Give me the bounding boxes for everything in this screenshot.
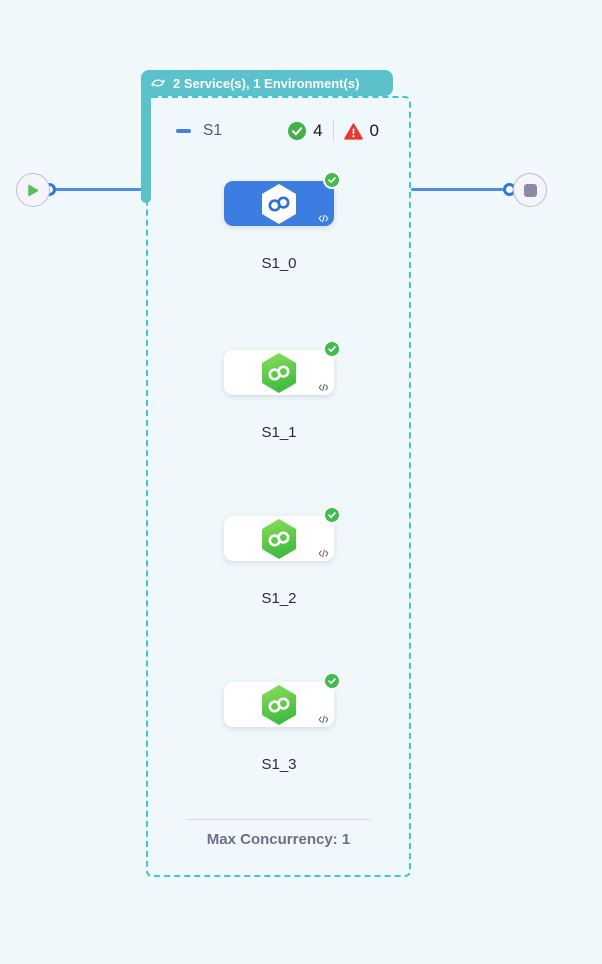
- max-concurrency-label: Max Concurrency: 1: [206, 831, 351, 848]
- stage-group-badge-strip: [141, 95, 151, 203]
- stage-status-summary: 4 0: [288, 120, 379, 142]
- code-brackets-icon: [318, 214, 329, 223]
- service-node-s1-3: S1_3: [224, 672, 341, 773]
- code-brackets-icon: [318, 715, 329, 724]
- hexagon-infinity-icon: [260, 352, 298, 394]
- footer-divider: [187, 819, 371, 820]
- service-card[interactable]: [224, 506, 341, 561]
- stage-header: S1 4 0: [176, 118, 379, 144]
- play-icon: [27, 184, 39, 197]
- node-label: S1_2: [261, 590, 297, 607]
- code-brackets-icon: [318, 549, 329, 558]
- collapse-minus-icon[interactable]: [176, 129, 191, 133]
- loop-icon: [150, 76, 166, 90]
- success-badge-icon: [323, 340, 341, 358]
- stage-group-container: S1 4 0: [146, 96, 411, 877]
- success-badge-icon: [323, 672, 341, 690]
- service-card-selected[interactable]: [224, 171, 341, 226]
- stage-group-badge-label: 2 Service(s), 1 Environment(s): [173, 75, 360, 91]
- service-node-s1-0: S1_0: [224, 171, 341, 272]
- code-brackets-icon: [318, 383, 329, 392]
- hexagon-infinity-icon: [260, 684, 298, 726]
- service-node-s1-1: S1_1: [224, 340, 341, 441]
- warning-triangle-icon: [343, 122, 363, 140]
- service-node-s1-2: S1_2: [224, 506, 341, 607]
- link-line-end: [411, 188, 503, 191]
- success-count: 4: [313, 121, 323, 140]
- node-label: S1_3: [261, 756, 297, 773]
- error-count: 0: [369, 121, 379, 140]
- pipeline-end-node[interactable]: [513, 173, 547, 207]
- success-badge-icon: [323, 171, 341, 189]
- stats-divider: [332, 120, 334, 142]
- service-card[interactable]: [224, 340, 341, 395]
- hexagon-infinity-icon: [260, 518, 298, 560]
- stage-group-badge: 2 Service(s), 1 Environment(s): [141, 70, 393, 96]
- link-line-start: [48, 188, 146, 191]
- hexagon-infinity-icon: [260, 183, 298, 225]
- check-circle-icon: [288, 122, 307, 140]
- node-label: S1_1: [261, 424, 297, 441]
- pipeline-start-node[interactable]: [16, 173, 50, 207]
- success-badge-icon: [323, 506, 341, 524]
- service-card[interactable]: [224, 672, 341, 727]
- stop-icon: [523, 183, 537, 197]
- node-label: S1_0: [261, 255, 297, 272]
- stage-header-left: S1: [176, 122, 222, 140]
- stage-name: S1: [203, 122, 222, 139]
